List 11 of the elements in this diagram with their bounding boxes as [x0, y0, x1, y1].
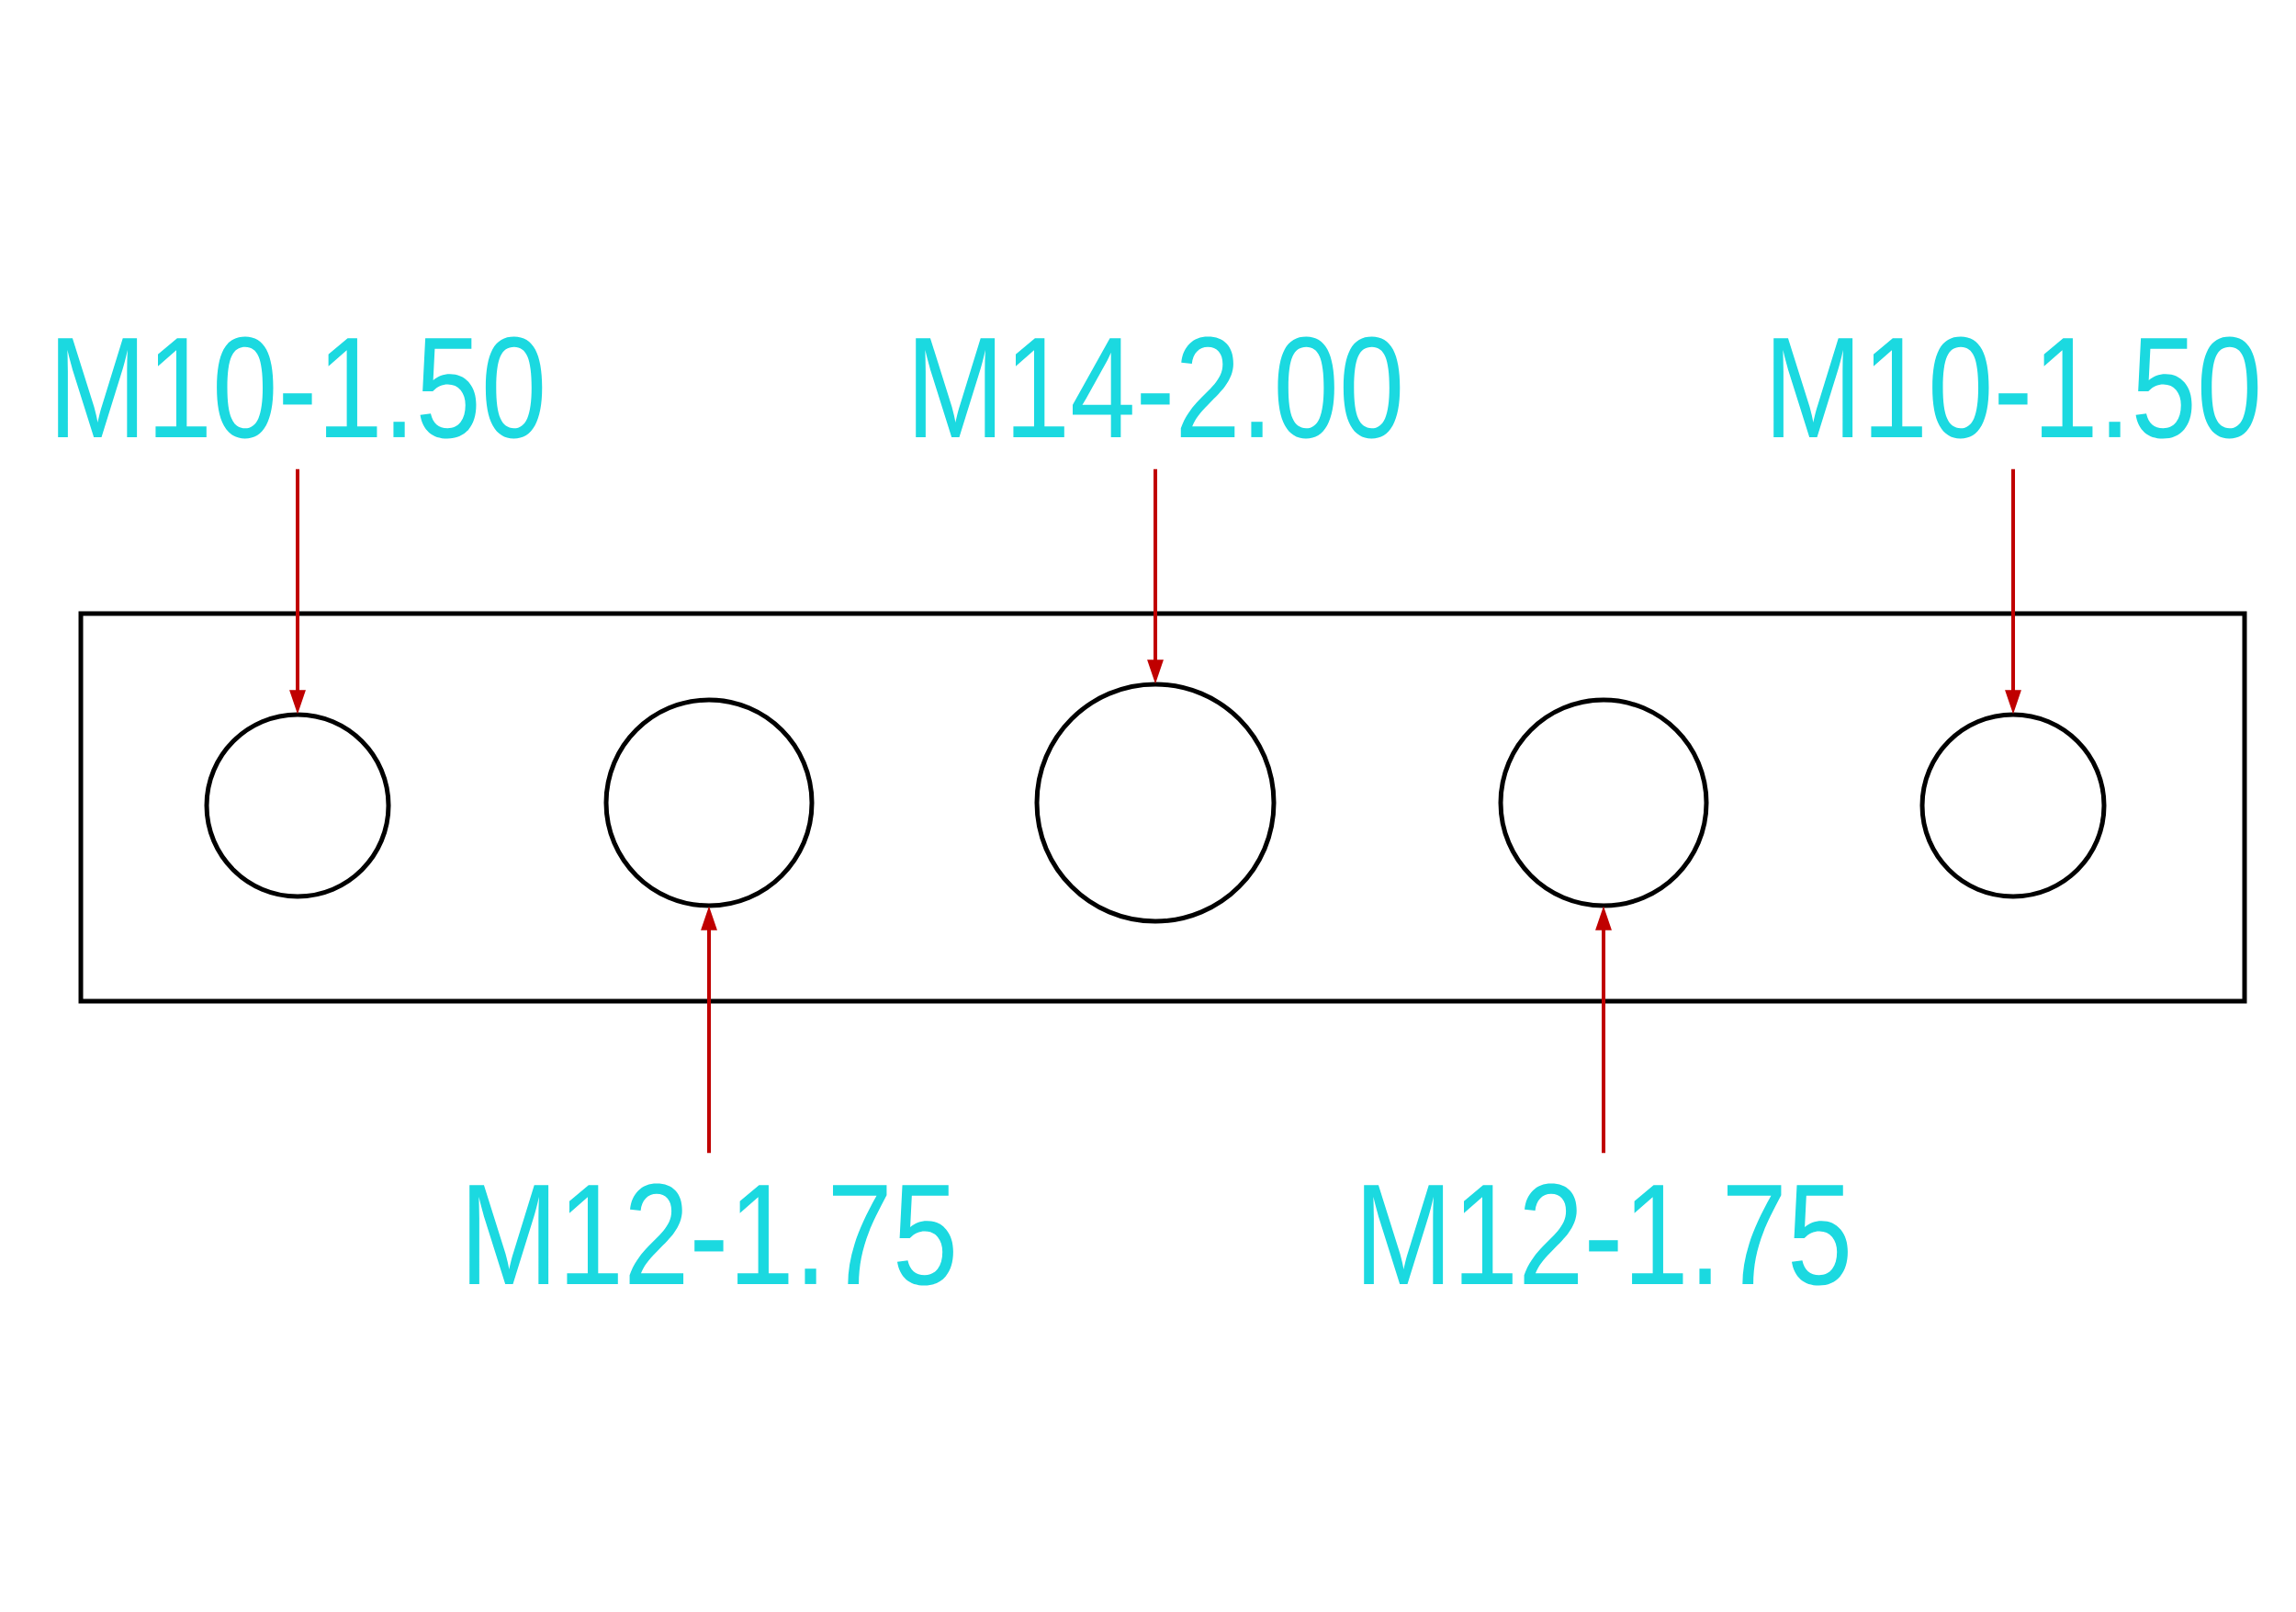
thread-label: M10-1.50: [58, 336, 543, 439]
hole: [1034, 682, 1277, 924]
thread-label: M12-1.75: [1364, 1183, 1848, 1286]
thread-label: M12-1.75: [469, 1183, 953, 1286]
thread-label: M10-1.50: [1773, 336, 2258, 439]
hole: [1498, 697, 1709, 908]
thread-label: M14-2.00: [916, 336, 1401, 439]
hole: [603, 697, 815, 908]
plate-outline: [78, 611, 2247, 1004]
hole: [204, 712, 391, 899]
hole: [1919, 712, 2107, 899]
